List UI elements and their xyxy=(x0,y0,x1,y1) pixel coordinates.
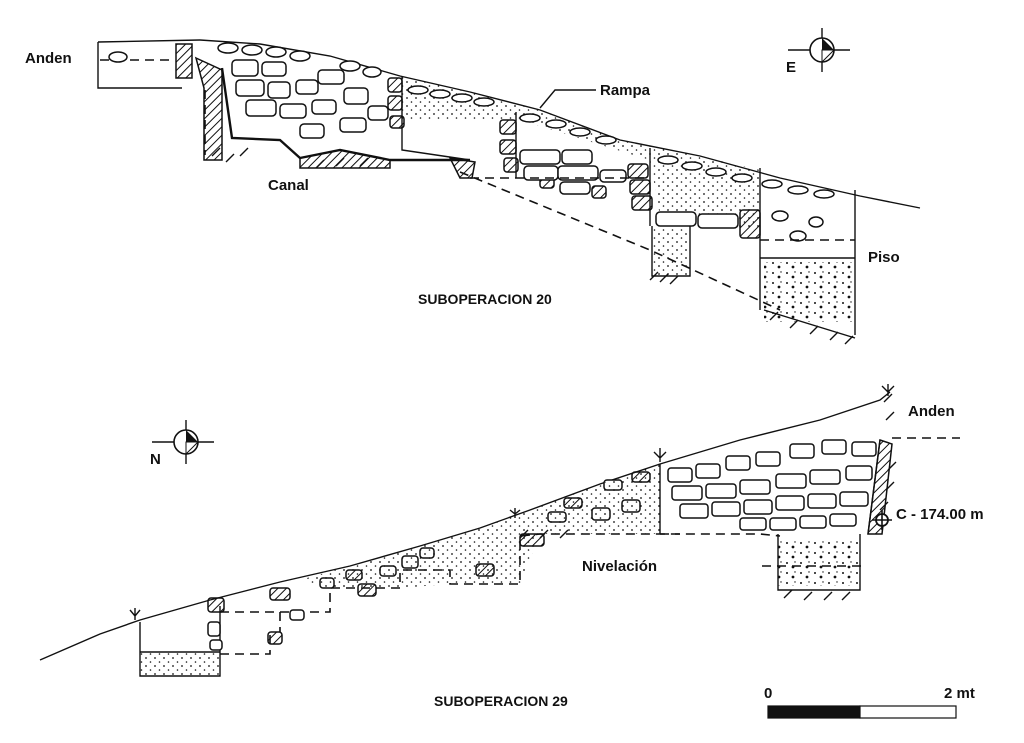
north-arrow-icon xyxy=(152,420,214,464)
label-rampa: Rampa xyxy=(600,82,651,99)
north-letter-n: N xyxy=(150,451,161,468)
rampa-fill-stones xyxy=(217,42,389,139)
scale-bar: 0 2 mt xyxy=(764,685,975,719)
label-anden-top: Anden xyxy=(25,50,72,67)
label-nivelacion: Nivelación xyxy=(582,558,657,575)
north-arrow-icon xyxy=(788,28,850,72)
datum-marker-icon xyxy=(872,510,892,530)
plant-icon xyxy=(653,448,667,462)
title-suboperacion-20: SUBOPERACION 20 xyxy=(418,291,552,307)
section-suboperacion-29: Anden Nivelación C - 174.00 m SUBOPERACI… xyxy=(39,384,984,709)
label-piso: Piso xyxy=(868,249,900,266)
hatched-cut-wall xyxy=(194,56,223,161)
north-letter-e: E xyxy=(786,59,796,76)
anden-terrace-top xyxy=(97,39,201,89)
middle-stone-courses xyxy=(407,85,835,242)
scale-start-label: 0 xyxy=(764,685,772,702)
masonry-wall xyxy=(667,439,877,531)
section-suboperacion-20: Anden Rampa Canal Piso SUBOPERACION 20 E xyxy=(25,28,921,345)
label-datum: C - 174.00 m xyxy=(896,506,984,523)
title-suboperacion-29: SUBOPERACION 29 xyxy=(434,693,568,709)
hatched-stone xyxy=(175,43,193,79)
label-canal: Canal xyxy=(268,177,309,194)
plant-icon xyxy=(129,608,141,620)
label-anden-bottom: Anden xyxy=(908,403,955,420)
scale-end-label: 2 mt xyxy=(944,685,975,702)
plant-icon xyxy=(881,384,895,396)
